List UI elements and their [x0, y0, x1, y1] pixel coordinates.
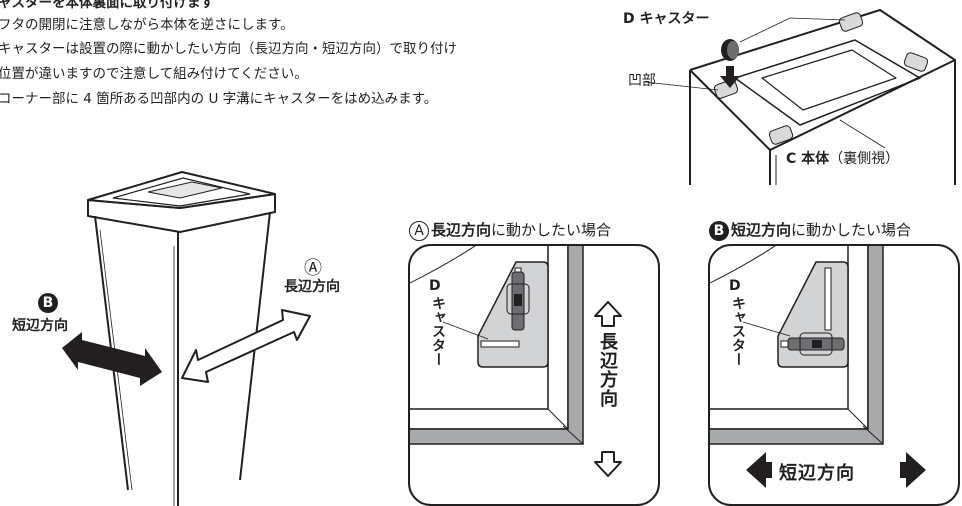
instructions-heading: ャスターを本体裏面に取り付けます: [0, 0, 214, 11]
body-label-main: C 本体: [786, 151, 830, 167]
panel-a-d-label: D: [429, 278, 441, 294]
panel-b-d-label: D: [729, 278, 741, 294]
recess-label: 凹部: [628, 73, 656, 89]
panel-a-title-bold: 長辺方向: [431, 221, 492, 239]
bin-short-label: 短辺方向: [12, 318, 68, 334]
body-label: C 本体（裏側視）: [786, 148, 899, 168]
panel-a-direction-label: 長辺方向: [597, 332, 618, 408]
body-label-sub: （裏側視）: [829, 151, 900, 167]
arrow-up-icon: [594, 301, 622, 327]
body-underside-diagram: [644, 8, 956, 185]
panel-a-title-rest: に動かしたい場合: [491, 221, 612, 239]
arrow-down-icon: [594, 451, 622, 477]
instruction-line: キャスターは設置の際に動かしたい方向（長辺方向・短辺方向）で取り付け: [0, 41, 457, 57]
caster-label: D キャスター: [623, 11, 710, 27]
panel-b-marker: B: [709, 220, 729, 241]
panel-a-marker: A: [409, 220, 429, 241]
bin-short-marker: B: [38, 292, 60, 313]
instruction-line: フタの開閉に注意しながら本体を逆さにします。: [0, 17, 294, 33]
bin-long-label: 長辺方向: [284, 279, 340, 295]
short-direction-arrow-icon: [62, 332, 162, 386]
instruction-line: コーナー部に 4 箇所ある凹部内の U 字溝にキャスターをはめ込みます。: [0, 91, 438, 107]
trash-bin-diagram: [62, 171, 311, 506]
panel-b-caster-label: キャスター: [730, 296, 746, 366]
panel-b-diagram: [708, 244, 960, 506]
panel-a-diagram: [408, 244, 660, 506]
panel-b-title-rest: に動かしたい場合: [791, 221, 912, 239]
long-direction-arrow-icon: [181, 309, 311, 383]
bin-long-marker: Ⓐ: [304, 258, 322, 279]
arrow-left-icon: [746, 452, 772, 488]
panel-b-title-bold: 短辺方向: [731, 221, 792, 239]
panel-a-caster-label: キャスター: [430, 296, 446, 366]
arrow-right-icon: [900, 452, 926, 488]
panel-b-direction-label: 短辺方向: [779, 463, 855, 484]
arrow-down-icon: [720, 66, 740, 88]
instruction-line: 位置が違いますので注意して組み付けてください。: [0, 66, 308, 82]
